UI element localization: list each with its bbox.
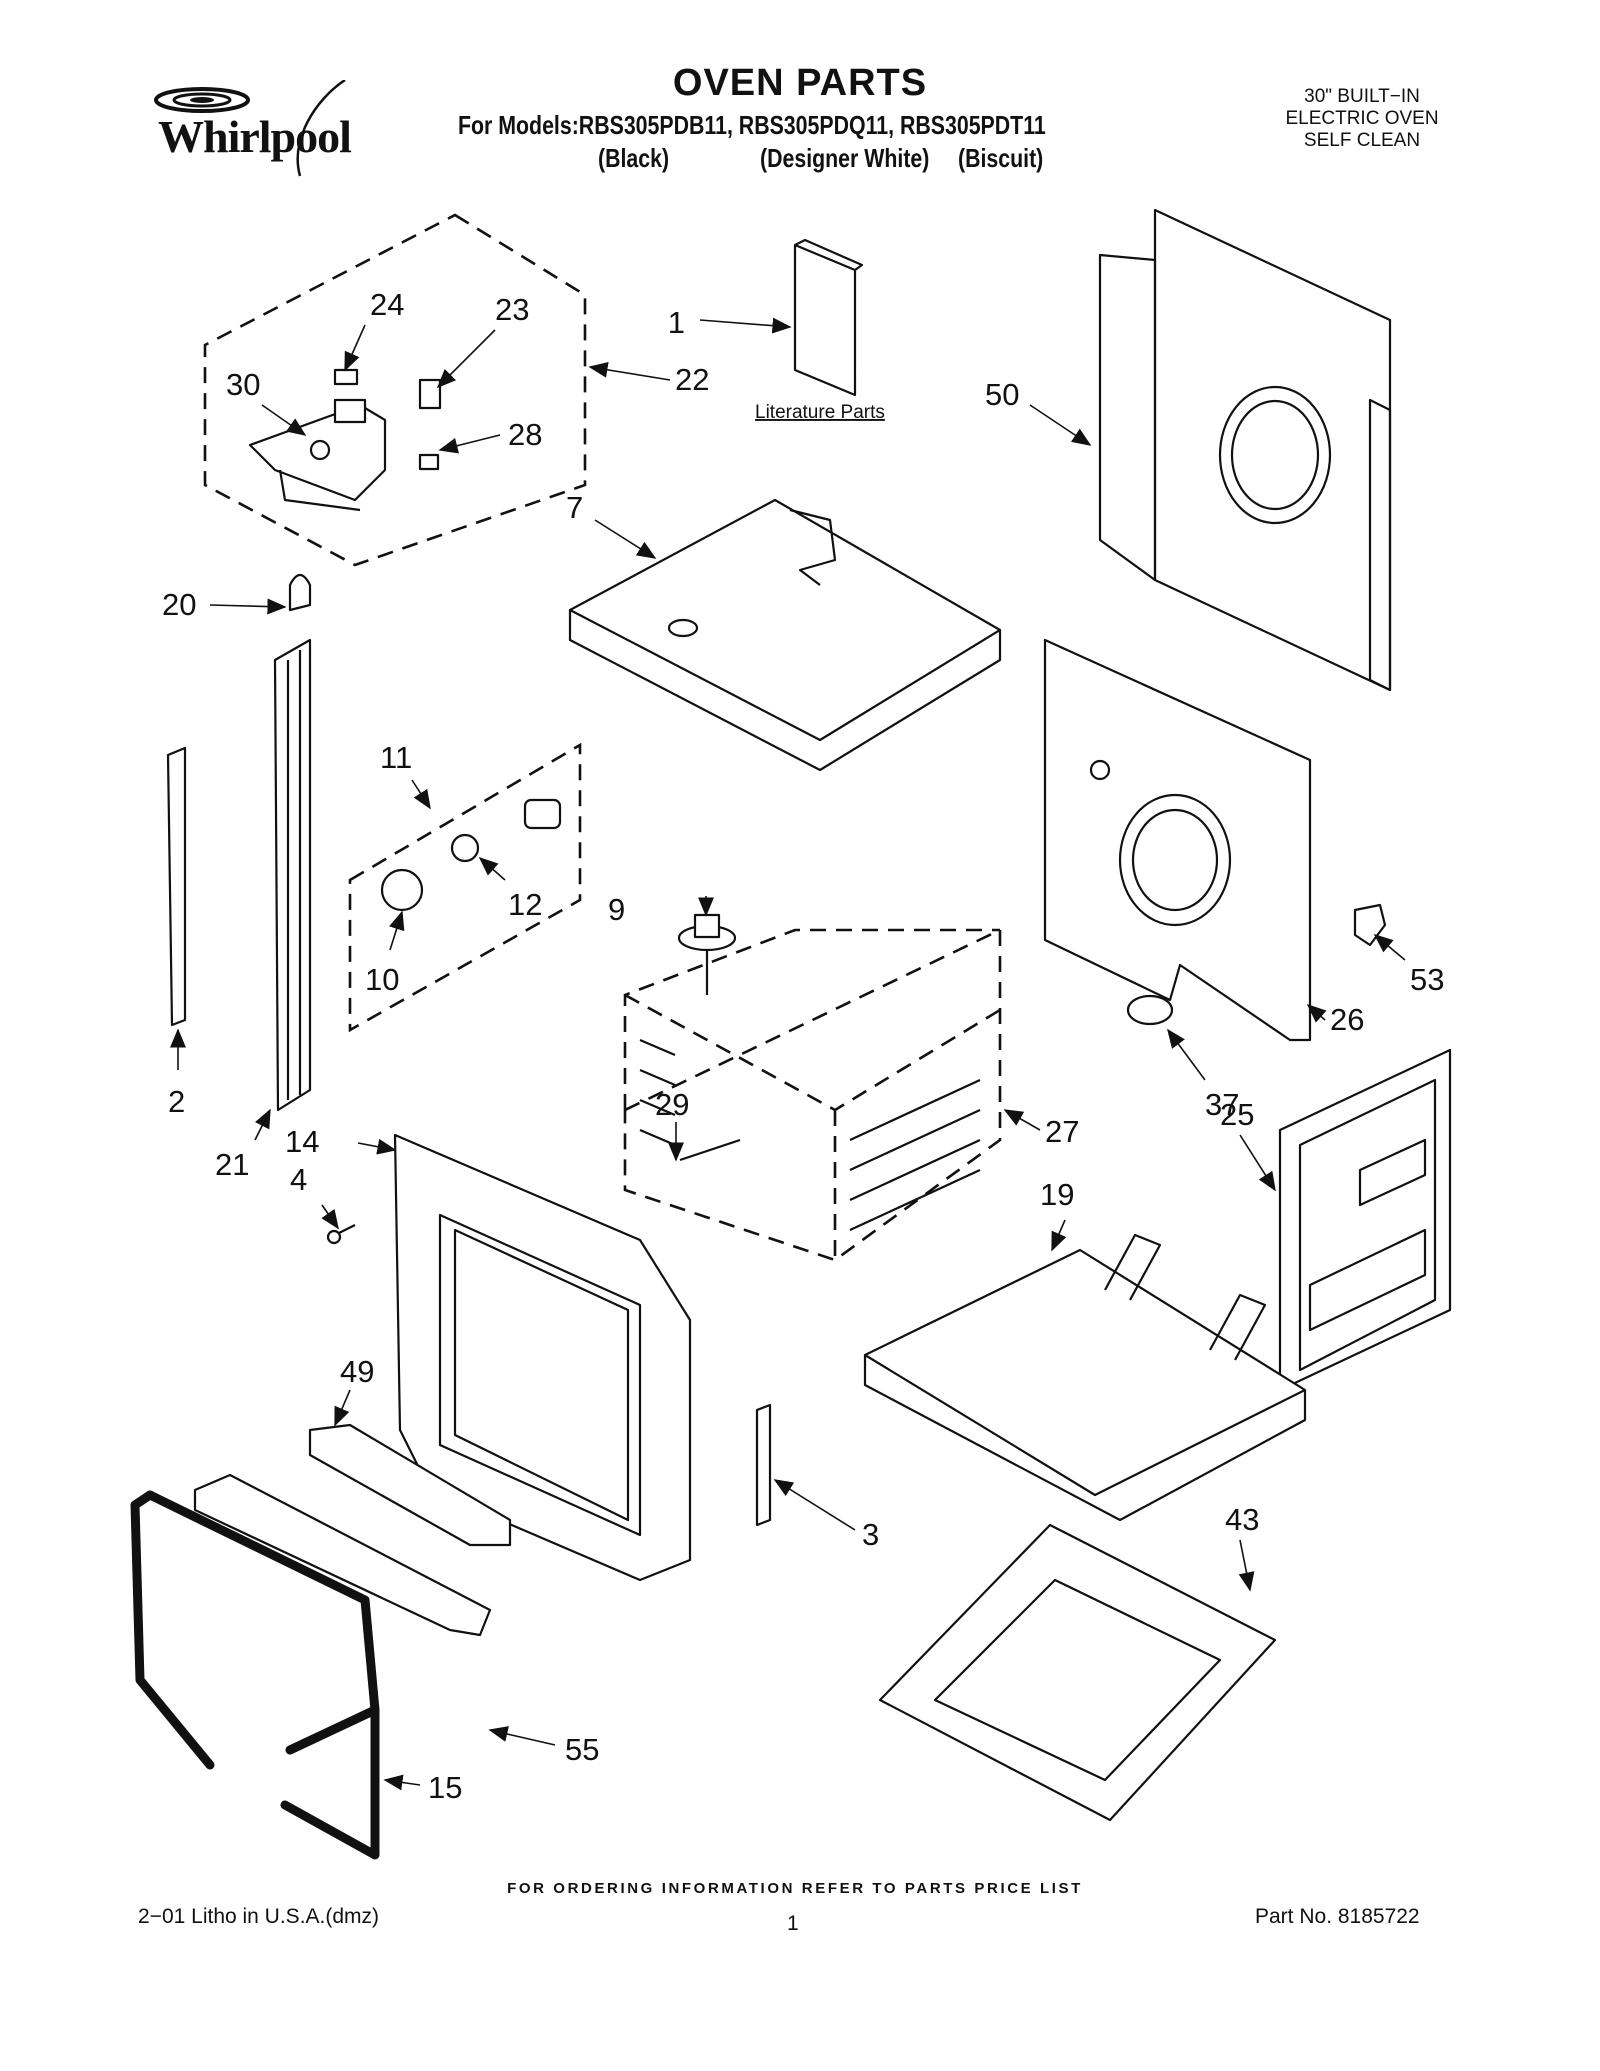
part-3-bracket [755, 1403, 772, 1527]
callout-11: 11 [380, 740, 412, 775]
callout-43: 43 [1225, 1502, 1259, 1537]
callout-37: 37 [1205, 1087, 1239, 1122]
callout-9: 9 [608, 892, 625, 927]
callout-4: 4 [290, 1162, 307, 1197]
part-23-switch [418, 378, 442, 410]
callout-26: 26 [1330, 1002, 1364, 1037]
callout-15: 15 [428, 1770, 462, 1805]
part-15-gasket [130, 1490, 380, 1860]
litho-note: 2−01 Litho in U.S.A.(dmz) [138, 1905, 380, 1928]
part-9-element [677, 913, 737, 995]
callout-20: 20 [162, 587, 196, 622]
callout-10: 10 [365, 962, 399, 997]
callout-49: 49 [340, 1354, 374, 1389]
part-20-cap [288, 573, 312, 612]
literature-parts-label: Literature Parts [755, 402, 885, 423]
callout-29: 29 [655, 1087, 689, 1122]
part-10-knob [380, 868, 424, 912]
brand-name: Whirlpool [158, 111, 352, 162]
part-19-bottom-panel [863, 1233, 1307, 1522]
page-title: OVEN PARTS [672, 62, 928, 104]
part-37-gasket [1126, 994, 1174, 1026]
callout-7: 7 [566, 490, 583, 525]
callout-53: 53 [1410, 962, 1444, 997]
callout-50: 50 [985, 377, 1019, 412]
callout-12: 12 [508, 887, 542, 922]
part-43-tray [878, 1523, 1277, 1822]
variant-designer-white: (Designer White) [760, 143, 930, 173]
part-25-side-panel [1278, 1048, 1452, 1392]
part-11-knob-group [348, 742, 582, 1033]
part-55-trim [193, 1473, 492, 1637]
callout-27: 27 [1045, 1114, 1079, 1149]
callout-22: 22 [675, 362, 709, 397]
part-14-face-frame [393, 1133, 692, 1582]
spec-line-3: SELF CLEAN [1303, 130, 1421, 151]
callout-21: 21 [215, 1147, 249, 1182]
callout-2: 2 [168, 1084, 185, 1119]
callout-55: 55 [565, 1732, 599, 1767]
callout-25: 25 [1220, 1097, 1254, 1132]
variant-biscuit: (Biscuit) [958, 143, 1044, 173]
spec-line-1: 30" BUILT−IN [1304, 86, 1420, 107]
part-28-connector [418, 453, 440, 471]
callout-3: 3 [862, 1517, 879, 1552]
callout-30: 30 [226, 367, 260, 402]
part-22-control-group [203, 213, 587, 567]
callout-14: 14 [285, 1124, 319, 1159]
part-49-vent [308, 1423, 512, 1547]
brand-logo: Whirlpool [140, 80, 380, 180]
callout-19: 19 [1040, 1177, 1074, 1212]
callout-24: 24 [370, 287, 404, 322]
part-50-back-panel [1098, 208, 1392, 692]
part-1-literature [793, 243, 857, 397]
part-21-side-trim [273, 638, 312, 1112]
page-number: 1 [787, 1912, 799, 1935]
part-12-knob [450, 833, 480, 863]
part-2-trim [166, 746, 187, 1027]
model-list: For Models:RBS305PDB11, RBS305PDQ11, RBS… [458, 110, 1046, 140]
spec-line-2: ELECTRIC OVEN [1285, 108, 1439, 129]
part-29-sensor [679, 1138, 741, 1162]
part-27-oven-cavity [623, 927, 1002, 1262]
ordering-note: FOR ORDERING INFORMATION REFER TO PARTS … [507, 1880, 1083, 1897]
callout-1: 1 [668, 305, 685, 340]
variant-black: (Black) [598, 143, 670, 173]
swirl-icon [154, 80, 346, 177]
part-26-front-frame [1043, 638, 1312, 1042]
callout-23: 23 [495, 292, 529, 327]
part-24-terminal [333, 368, 359, 386]
part-number: Part No. 8185722 [1255, 1905, 1420, 1928]
part-7-top-panel [568, 498, 1002, 772]
spec-block: 30" BUILT−IN ELECTRIC OVEN SELF CLEAN [1232, 86, 1492, 152]
callout-28: 28 [508, 417, 542, 452]
